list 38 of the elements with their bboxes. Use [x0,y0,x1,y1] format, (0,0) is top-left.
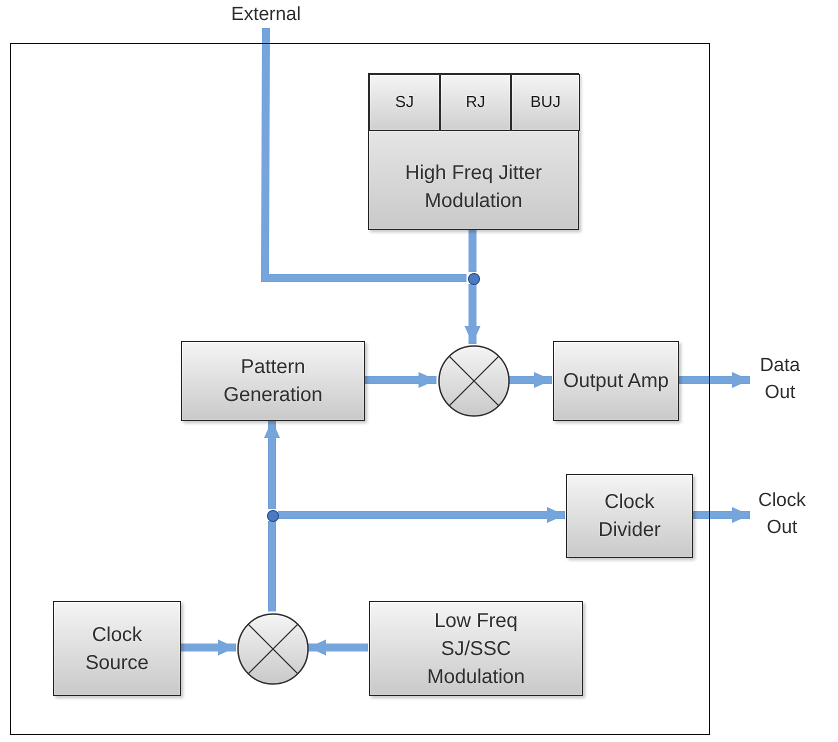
connector-line [268,521,276,612]
connector-line [468,229,476,272]
jitter-type-cell [440,74,511,131]
jitter-type-cell [369,74,440,131]
process-box [53,601,181,696]
junction-dot [267,510,279,522]
box-label: Pattern Generation [222,355,324,408]
arrow [508,372,552,388]
box-label: Clock Divider [597,490,662,543]
connector-line [260,28,466,282]
arrow [278,507,565,523]
process-box [553,341,679,421]
cell-label: RJ [466,94,486,112]
signal-label: Data Out [750,352,810,408]
junction-dot [468,273,480,285]
arrow [264,420,280,509]
arrow [678,372,750,388]
process-box [181,341,365,421]
arrow [364,372,436,388]
arrow [692,507,750,523]
signal-label: External [220,2,312,28]
box-label: Output Amp [563,369,669,394]
process-box [368,73,579,230]
process-box [369,601,583,696]
box-label: Low Freq SJ/SSC Modulation [426,608,526,690]
system-frame [10,43,710,735]
jitter-type-cell [511,74,580,131]
process-box [566,474,693,558]
box-label: Clock Source [84,622,150,676]
cell-label: SJ [395,94,414,112]
cell-label: BUJ [530,94,561,112]
arrow [308,640,368,656]
arrow [180,640,236,656]
arrow [464,284,480,344]
mixer-symbol [438,345,510,417]
signal-label: Clock Out [750,487,814,543]
box-label: High Freq Jitter Modulation [404,161,543,214]
mixer-symbol [237,612,309,684]
